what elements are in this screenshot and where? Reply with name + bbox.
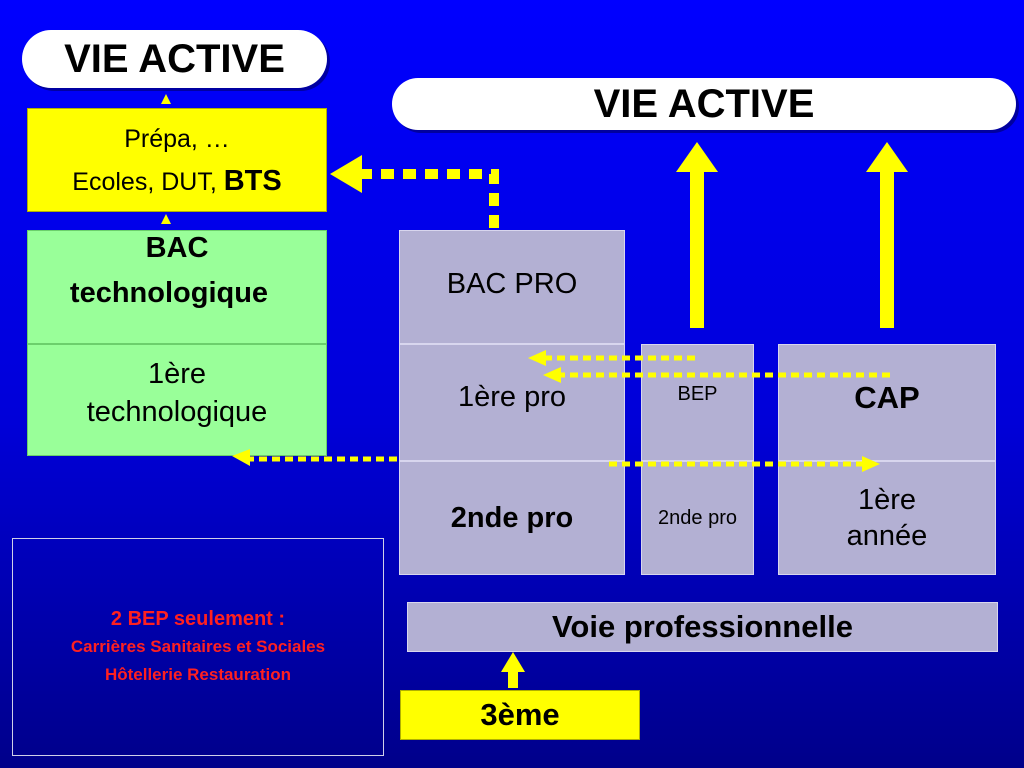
bac-pro-label: BAC PRO [446, 267, 578, 300]
bep-seconde-pro-box: 2nde pro [641, 461, 754, 575]
arrowhead-to-bts [330, 155, 362, 193]
vie-active-left-label: VIE ACTIVE [64, 36, 285, 81]
prepa-bts: BTS [223, 164, 282, 197]
cap-premiere-box: 1ère année [778, 461, 996, 575]
up-arrow-troisieme-head [501, 652, 525, 672]
bac-techno-line2: technologique [69, 277, 269, 309]
up-arrow-left-head [676, 142, 718, 172]
prepa-line2-text: Ecoles, DUT, [72, 167, 217, 196]
prepa-line1: Prépa, … [124, 124, 230, 153]
premiere-techno-line2: technologique [86, 396, 268, 428]
premiere-techno-line1: 1ère [147, 358, 207, 390]
prepa-box: Prépa, … Ecoles, DUT, BTS [27, 108, 327, 212]
bep-seconde-pro-label: 2nde pro [658, 506, 737, 529]
note-line1: Carrières Sanitaires et Sociales [70, 637, 326, 656]
small-up-arrow-mid [161, 214, 171, 224]
cap-label: CAP [854, 379, 920, 415]
cap-box: CAP [778, 344, 996, 461]
seconde-pro-label: 2nde pro [450, 501, 574, 534]
up-arrow-left-shaft [690, 170, 704, 328]
voie-pro-box: Voie professionnelle [407, 602, 998, 652]
dotted-bacpro-to-bts [362, 169, 499, 228]
bac-techno-line1: BAC [145, 232, 209, 264]
bep-label: BEP [677, 383, 718, 405]
prepa-line2: Ecoles, DUT, BTS [72, 160, 281, 203]
small-up-arrow-top [161, 94, 171, 104]
voie-pro-label: Voie professionnelle [552, 609, 853, 644]
seconde-pro-box: 2nde pro [399, 461, 625, 575]
premiere-pro-box: 1ère pro [399, 344, 625, 461]
vie-active-right-label: VIE ACTIVE [593, 81, 815, 126]
vie-active-left: VIE ACTIVE [22, 30, 327, 88]
note-box: 2 BEP seulement : Carrières Sanitaires e… [12, 538, 384, 756]
up-arrow-right-head [866, 142, 908, 172]
troisieme-box: 3ème [400, 690, 640, 740]
bac-pro-box: BAC PRO [399, 230, 625, 344]
premiere-techno-box: 1ère technologique [27, 344, 327, 456]
bep-box: BEP [641, 344, 754, 461]
up-arrow-right-shaft [880, 170, 894, 328]
up-arrow-troisieme-shaft [508, 670, 518, 688]
premiere-pro-label: 1ère pro [457, 381, 566, 413]
note-line2: Hôtellerie Restauration [104, 665, 292, 684]
note-title: 2 BEP seulement : [110, 608, 286, 630]
vie-active-right: VIE ACTIVE [392, 78, 1016, 130]
cap-premiere-line2: année [846, 520, 928, 552]
cap-premiere-line1: 1ère [857, 484, 917, 516]
troisieme-label: 3ème [480, 697, 560, 732]
bac-techno-box: BAC technologique [27, 230, 327, 344]
